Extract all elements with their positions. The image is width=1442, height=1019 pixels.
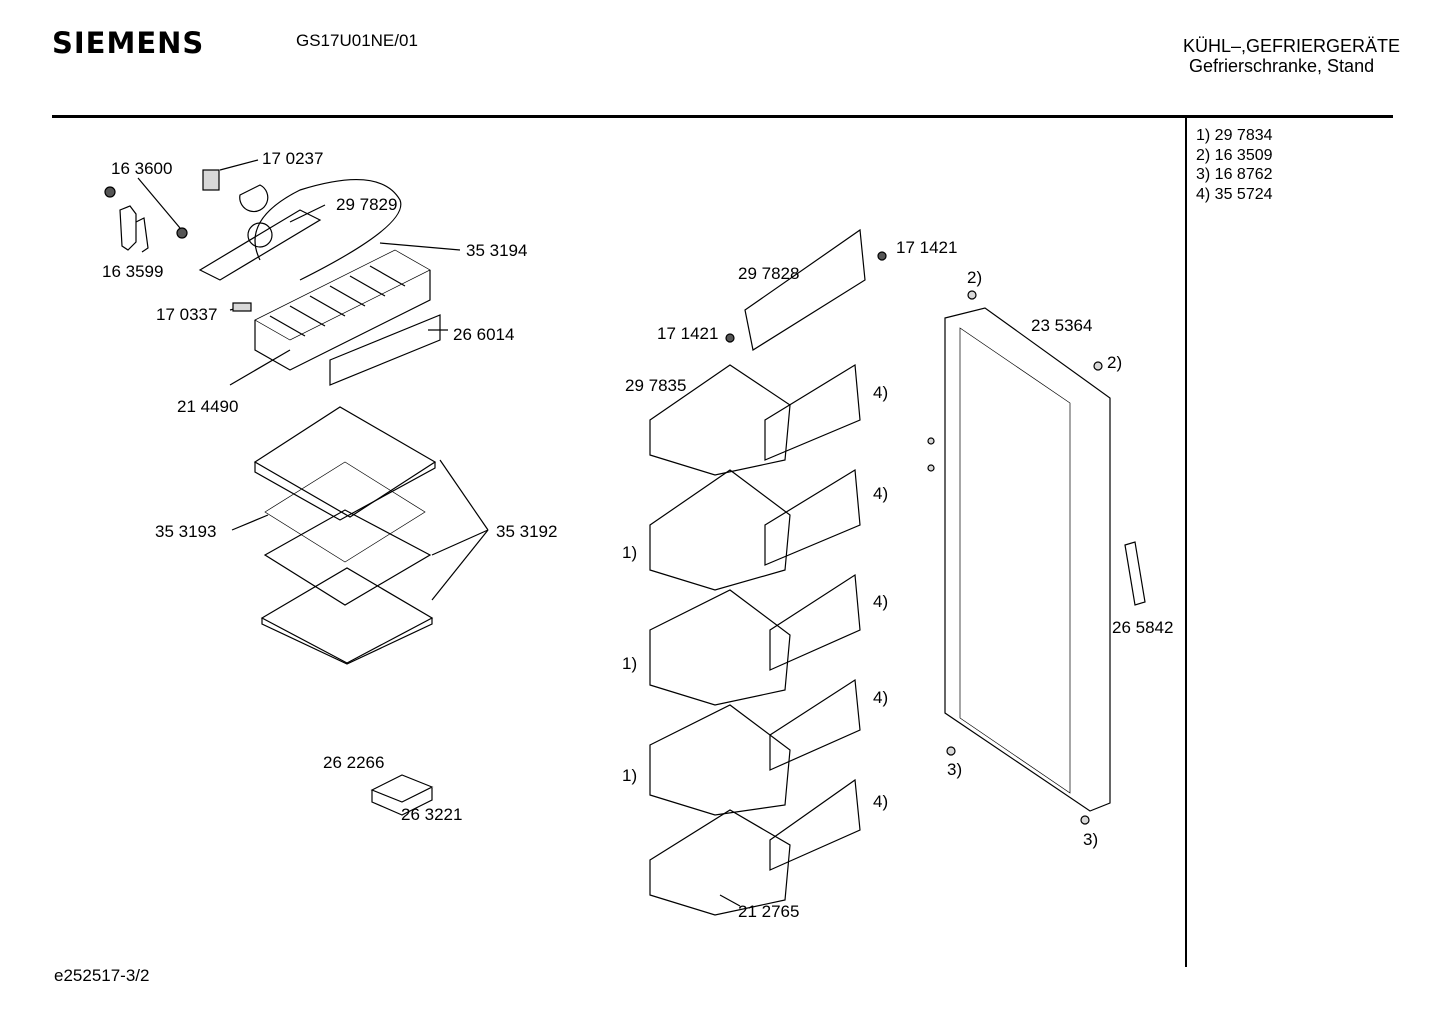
note-1: 1) 29 7834 <box>1196 127 1273 144</box>
freezer-door <box>927 290 1146 825</box>
part-label: 3) <box>1083 830 1099 849</box>
part-label: 16 3600 <box>111 159 173 178</box>
evaporator-assembly <box>198 179 441 386</box>
brand-logo: SIEMENS <box>52 26 205 60</box>
part-label: 29 7829 <box>336 195 398 214</box>
note-3: 3) 16 8762 <box>1196 166 1273 183</box>
glass-shelves <box>253 406 437 665</box>
part-label: 17 1421 <box>657 324 719 343</box>
part-label: 23 5364 <box>1031 316 1093 335</box>
category-title: KÜHL–,GEFRIERGERÄTE <box>1183 36 1401 56</box>
part-label: 4) <box>873 383 889 402</box>
part-label: 1) <box>622 654 638 673</box>
ice-tray <box>370 774 434 816</box>
part-label: 26 5842 <box>1112 618 1174 637</box>
document-id: e252517-3/2 <box>54 966 150 985</box>
part-label: 35 3194 <box>466 241 528 260</box>
part-label: 17 1421 <box>896 238 958 257</box>
flap-parts <box>725 228 887 351</box>
part-label: 29 7835 <box>625 376 687 395</box>
model-number: GS17U01NE/01 <box>296 31 418 50</box>
note-4: 4) 35 5724 <box>1196 186 1273 203</box>
upper-left-small-parts <box>104 169 269 312</box>
part-label: 35 3193 <box>155 522 217 541</box>
freezer-drawers <box>649 363 861 916</box>
note-2: 2) 16 3509 <box>1196 147 1273 164</box>
part-label: 26 2266 <box>323 753 385 772</box>
part-label: 4) <box>873 484 889 503</box>
part-label: 2) <box>1107 353 1123 372</box>
part-label: 1) <box>622 543 638 562</box>
header-divider <box>52 115 1393 118</box>
notes-divider <box>1185 117 1187 967</box>
part-label: 4) <box>873 792 889 811</box>
part-label: 3) <box>947 760 963 779</box>
category-subtitle: Gefrierschranke, Stand <box>1189 56 1375 76</box>
part-label: 1) <box>622 766 638 785</box>
part-label: 29 7828 <box>738 264 800 283</box>
part-label: 17 0337 <box>156 305 218 324</box>
part-label: 26 3221 <box>401 805 463 824</box>
part-label: 4) <box>873 688 889 707</box>
part-label: 2) <box>967 268 983 287</box>
part-label: 16 3599 <box>102 262 164 281</box>
part-label: 26 6014 <box>453 325 515 344</box>
part-label: 4) <box>873 592 889 611</box>
part-label: 35 3192 <box>496 522 558 541</box>
part-label: 21 2765 <box>738 902 800 921</box>
part-label: 17 0237 <box>262 149 324 168</box>
part-label: 21 4490 <box>177 397 239 416</box>
leader-lines <box>137 159 741 907</box>
